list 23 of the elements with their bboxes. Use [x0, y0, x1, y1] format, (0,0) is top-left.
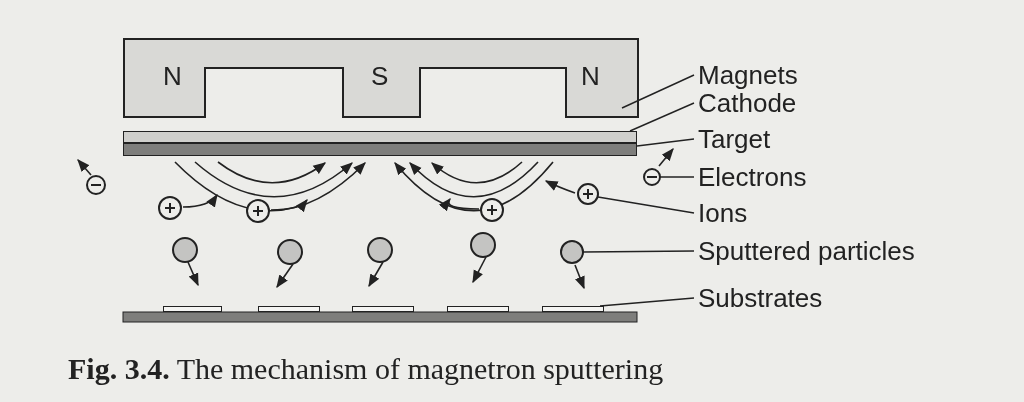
pole-label: N: [163, 62, 182, 90]
target-plate: [123, 143, 637, 156]
leader-line: [629, 102, 695, 132]
leader-line: [597, 196, 695, 214]
magnet-block: [123, 38, 639, 118]
ion-symbol: [577, 183, 599, 205]
figure-caption: Fig. 3.4. The mechanism of magnetron sputtering: [68, 352, 664, 386]
part-label: Electrons: [698, 163, 838, 191]
part-label: Ions: [698, 199, 758, 227]
leader-line: [582, 250, 695, 253]
part-label: Magnets: [698, 61, 808, 89]
leader-line: [599, 297, 695, 307]
part-label: Cathode: [698, 89, 822, 117]
leader-line: [621, 74, 695, 109]
part-label: Substrates: [698, 284, 868, 312]
part-label: Sputtered particles: [698, 237, 988, 265]
part-label: Target: [698, 125, 798, 153]
cathode-plate: [123, 131, 637, 143]
leader-line: [636, 138, 695, 147]
pole-label: N: [581, 62, 600, 90]
pole-label: S: [371, 62, 389, 90]
leader-line: [659, 176, 695, 178]
substrate-piece: [542, 306, 604, 312]
